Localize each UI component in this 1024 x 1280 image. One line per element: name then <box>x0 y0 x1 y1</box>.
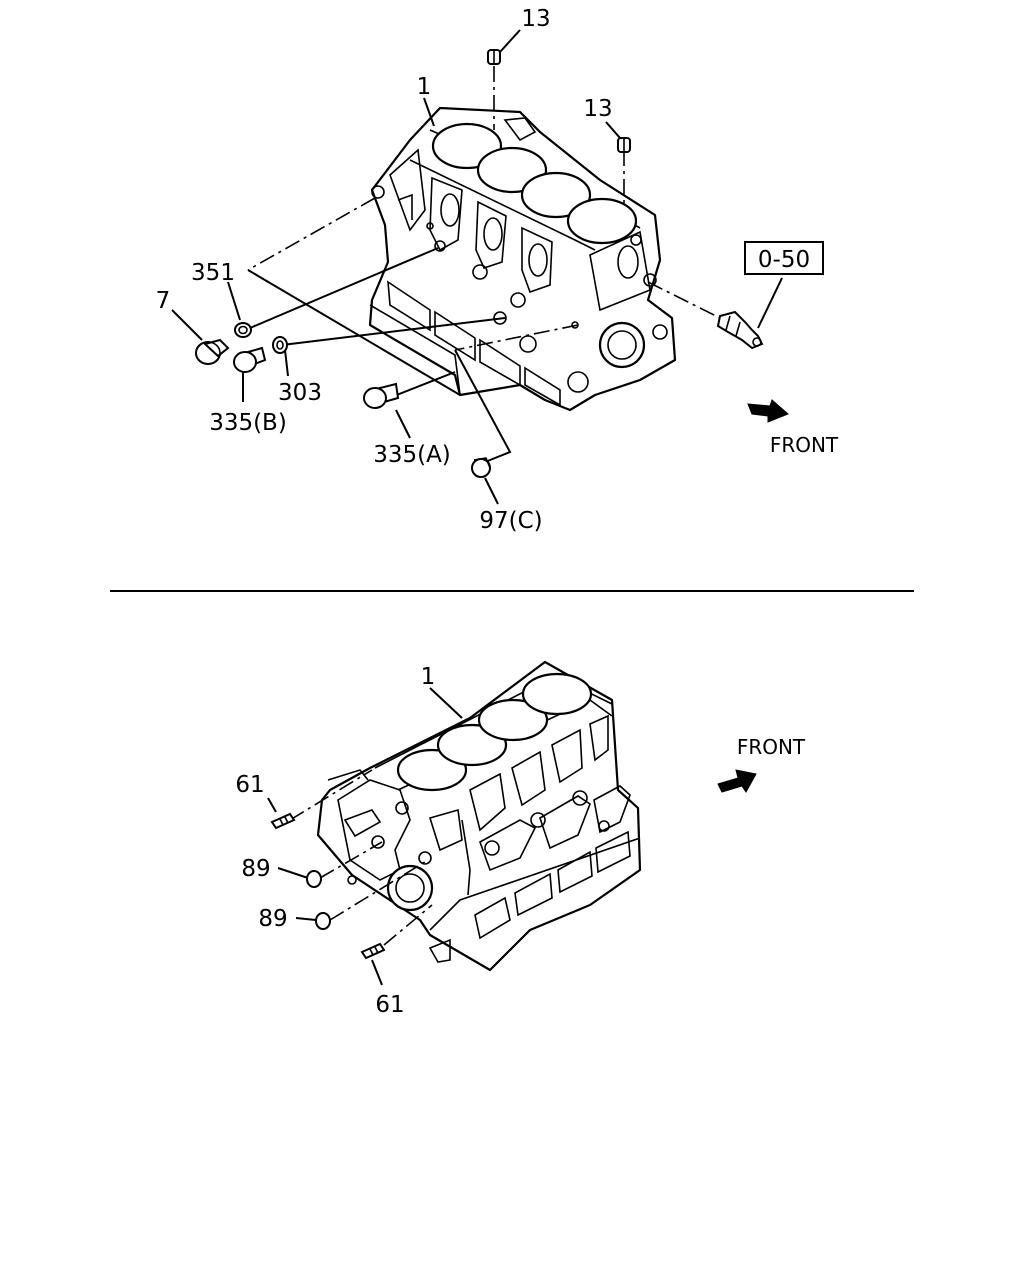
bottom-small-parts <box>270 812 386 960</box>
plug-13-top <box>487 49 501 65</box>
washer-303 <box>272 336 288 354</box>
front-arrow-top: FRONT <box>747 399 839 457</box>
cylinder-block-bottom <box>316 660 642 972</box>
top-diagram: 0-50 FRONT 1 13 13 351 7 303 335(B) 335(… <box>156 6 839 534</box>
label-13-right: 13 <box>583 96 612 122</box>
stud-61-top <box>270 812 296 830</box>
label-89-upper: 89 <box>241 856 270 882</box>
top-small-parts <box>195 49 764 478</box>
plug-13-right <box>617 137 631 153</box>
plug-335-a <box>363 382 400 409</box>
cylinder-block-top <box>368 106 677 412</box>
reference-box-0-50[interactable]: 0-50 <box>744 241 824 275</box>
label-7: 7 <box>156 288 171 314</box>
cap-97-c <box>471 457 491 478</box>
label-1-top: 1 <box>417 74 432 100</box>
front-label-bottom: FRONT <box>737 735 806 759</box>
label-97-c: 97(C) <box>479 508 542 534</box>
bottom-leader-lines <box>267 687 463 986</box>
cap-89-lower <box>315 912 331 930</box>
front-label-top: FRONT <box>770 433 839 457</box>
label-89-lower: 89 <box>258 906 287 932</box>
label-13-top: 13 <box>521 6 550 32</box>
ring-351 <box>234 322 252 338</box>
arrow-right-icon <box>747 399 789 423</box>
sensor-0-50 <box>716 310 764 350</box>
label-61-top: 61 <box>235 772 264 798</box>
cap-89-upper <box>306 870 322 888</box>
ref-box-label: 0-50 <box>758 247 810 273</box>
label-61-bottom: 61 <box>375 992 404 1018</box>
label-335-b: 335(B) <box>209 410 287 436</box>
bottom-diagram: FRONT 1 61 89 89 61 <box>235 660 806 1018</box>
label-1-bottom: 1 <box>421 664 436 690</box>
stud-61-bottom <box>360 942 386 960</box>
label-335-a: 335(A) <box>373 442 451 468</box>
label-351: 351 <box>191 260 235 286</box>
plug-335-b <box>233 346 267 373</box>
top-leader-lines <box>171 29 783 505</box>
plug-7 <box>195 338 230 365</box>
label-303: 303 <box>278 380 322 406</box>
front-arrow-bottom: FRONT <box>717 735 806 793</box>
arrow-right-icon <box>717 769 757 793</box>
